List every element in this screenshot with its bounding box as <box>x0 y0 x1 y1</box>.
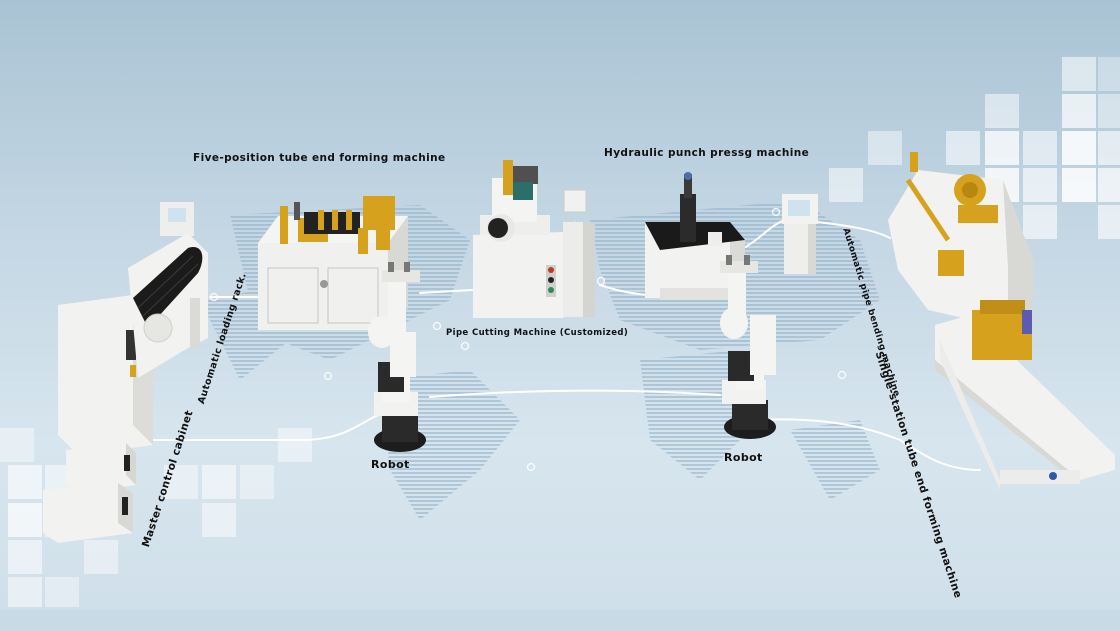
label-hydraulic-punch: Hydraulic punch pressg machine <box>604 147 810 159</box>
single-station-forming-machine <box>935 300 1115 490</box>
automatic-loading-rack <box>128 202 208 378</box>
automatic-pipe-bending-machine <box>888 152 1033 328</box>
robot-arm-left <box>368 262 426 452</box>
label-robot-left: Robot <box>371 458 410 471</box>
master-control-cabinet <box>43 295 153 543</box>
pipe-cutting-machine <box>473 160 595 318</box>
label-robot-right: Robot <box>724 451 763 464</box>
label-five-position: Five-position tube end forming machine <box>193 152 446 164</box>
label-pipe-cutting: Pipe Cutting Machine (Customized) <box>446 328 629 338</box>
bottom-strip <box>0 610 1120 631</box>
control-monitor <box>782 194 818 274</box>
robot-arm-right <box>720 255 776 439</box>
